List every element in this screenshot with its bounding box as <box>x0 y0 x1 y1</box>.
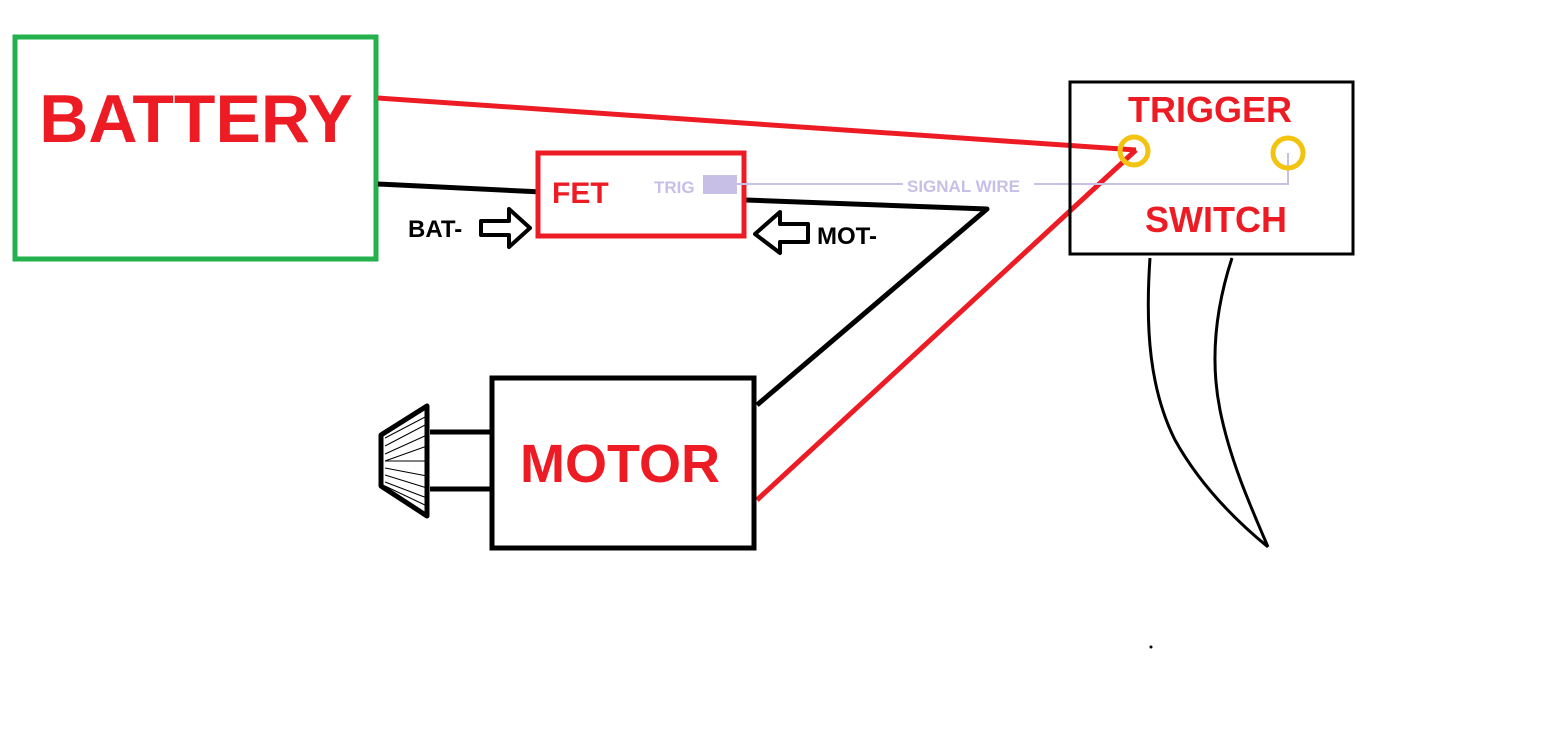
battery-positive-wire <box>377 95 1137 153</box>
stray-dot <box>1149 645 1153 649</box>
mot-minus-label: MOT- <box>817 223 877 250</box>
trigger-lever-inner <box>1213 257 1270 548</box>
fet-label: FET <box>552 177 609 210</box>
trig-pad <box>703 175 737 194</box>
bat-minus-label: BAT- <box>408 216 462 243</box>
trigger-terminal-right <box>1270 135 1306 171</box>
battery-label: BATTERY <box>39 81 353 157</box>
trig-label: TRIG <box>654 178 695 197</box>
motor-positive-wire <box>755 148 1138 502</box>
trigger-switch-box <box>1068 80 1355 256</box>
trigger-label: TRIGGER <box>1128 89 1292 130</box>
bat-minus-arrow-icon <box>479 207 532 249</box>
pinion-gear-icon <box>378 403 430 519</box>
switch-label: SWITCH <box>1145 199 1287 240</box>
mot-minus-arrow-icon <box>753 210 810 255</box>
trigger-lever-outer <box>1146 257 1269 549</box>
fet-box <box>535 150 747 239</box>
trigger-terminal-left <box>1117 134 1151 168</box>
signal-wire-label: SIGNAL WIRE <box>907 177 1020 196</box>
motor-label: MOTOR <box>520 434 720 494</box>
battery-negative-wire <box>377 181 543 195</box>
signal-wire-right <box>1034 153 1289 185</box>
motor-box <box>489 375 757 551</box>
battery-box <box>12 34 379 262</box>
motor-negative-wire <box>745 197 990 407</box>
